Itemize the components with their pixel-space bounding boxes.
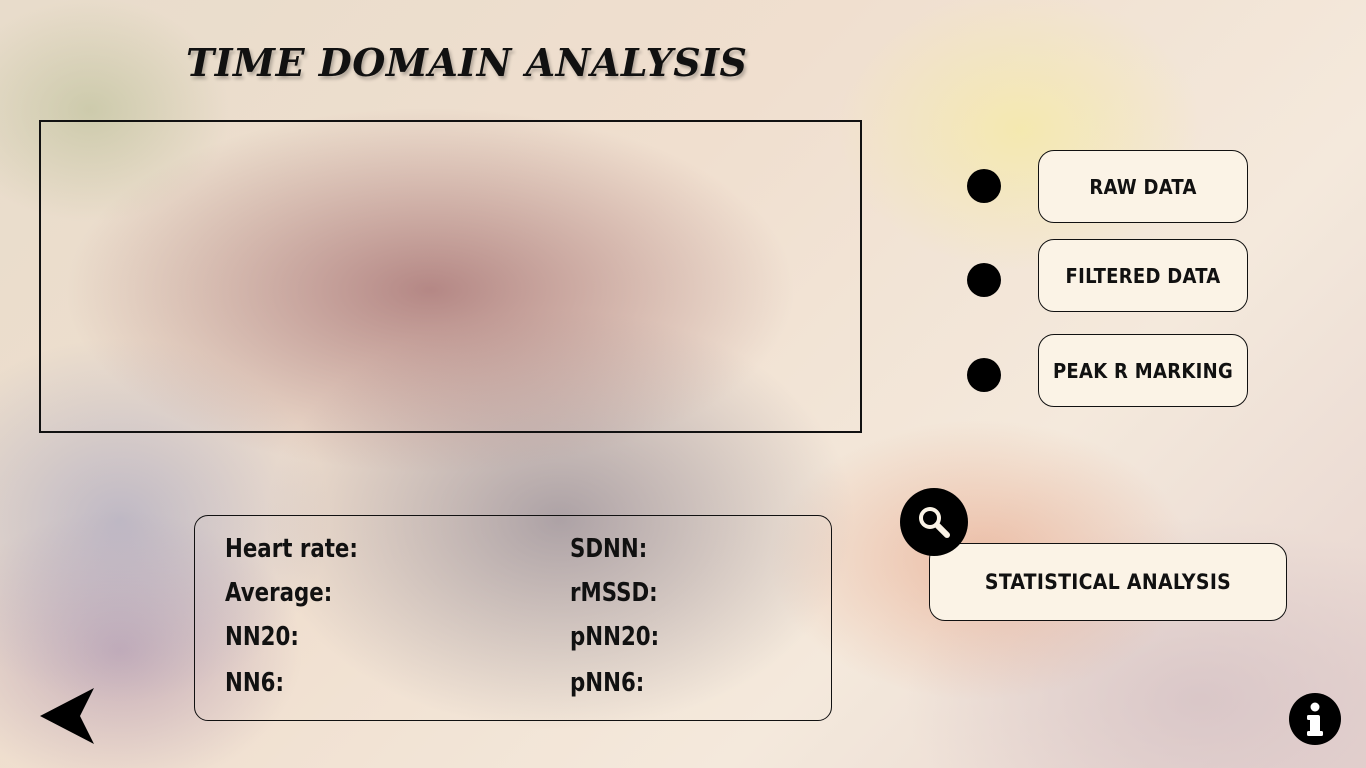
pnn20-label: pNN20:	[570, 622, 660, 652]
sdnn-label: SDNN:	[570, 534, 648, 564]
nn6-label: NN6:	[225, 668, 285, 698]
peak-r-marking-button[interactable]: PEAK R MARKING	[1038, 334, 1248, 407]
statistical-analysis-button[interactable]: STATISTICAL ANALYSIS	[929, 543, 1287, 621]
peak-r-marking-radio[interactable]	[967, 358, 1001, 392]
stats-panel: Heart rate: Average: NN20: NN6: SDNN: rM…	[194, 515, 832, 721]
info-icon[interactable]	[1289, 693, 1341, 745]
page-title: TIME DOMAIN ANALYSIS	[186, 40, 748, 85]
back-arrow-icon[interactable]	[38, 686, 98, 746]
raw-data-button[interactable]: RAW DATA	[1038, 150, 1248, 223]
rmssd-label: rMSSD:	[570, 578, 658, 608]
filtered-data-button[interactable]: FILTERED DATA	[1038, 239, 1248, 312]
raw-data-radio[interactable]	[967, 169, 1001, 203]
heart-rate-label: Heart rate:	[225, 534, 358, 564]
pnn6-label: pNN6:	[570, 668, 645, 698]
signal-plot-area	[39, 120, 862, 433]
average-label: Average:	[225, 578, 333, 608]
search-icon	[900, 488, 968, 556]
filtered-data-radio[interactable]	[967, 263, 1001, 297]
nn20-label: NN20:	[225, 622, 299, 652]
